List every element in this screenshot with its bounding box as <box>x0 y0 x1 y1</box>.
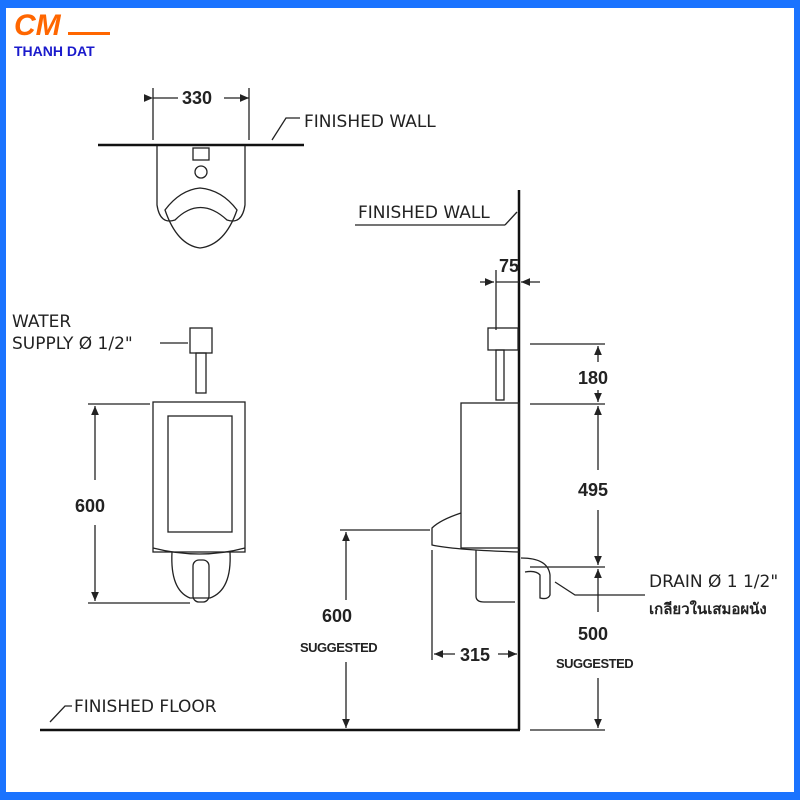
top-wall-label: FINISHED WALL <box>304 112 436 132</box>
dim-180: 180 <box>578 368 608 388</box>
drawing-canvas: CM THANH DAT 330 FINISHED WALL WATER SUP… <box>6 8 794 792</box>
dim-500-note: SUGGESTED <box>556 656 633 671</box>
top-view: 330 FINISHED WALL <box>98 88 436 249</box>
side-view: FINISHED WALL 75 180 495 500 SUGGESTED D… <box>300 190 778 731</box>
logo-mark: CM <box>14 9 62 42</box>
dim-75: 75 <box>499 256 519 276</box>
supply-label: SUPPLY Ø 1/2" <box>12 334 133 354</box>
side-wall-label: FINISHED WALL <box>358 203 490 223</box>
floor: FINISHED FLOOR <box>40 697 520 732</box>
dim-600-note: SUGGESTED <box>300 640 377 655</box>
dim-500: 500 <box>578 624 608 644</box>
front-view: WATER SUPPLY Ø 1/2" 600 <box>12 312 246 604</box>
drain-label: DRAIN Ø 1 1/2" <box>649 572 778 592</box>
dim-600-side: 600 <box>322 606 352 626</box>
urinal-installation-drawing: CM THANH DAT 330 FINISHED WALL WATER SUP… <box>12 9 778 732</box>
logo: CM THANH DAT <box>14 9 110 59</box>
logo-name: THANH DAT <box>14 43 95 59</box>
dim-315: 315 <box>460 645 490 665</box>
dim-330: 330 <box>182 88 212 108</box>
dim-495: 495 <box>578 480 608 500</box>
water-label: WATER <box>12 312 71 332</box>
floor-label: FINISHED FLOOR <box>74 697 217 717</box>
drain-note: เกลียวในเสมอผนัง <box>649 600 767 618</box>
dim-600-front: 600 <box>75 496 105 516</box>
